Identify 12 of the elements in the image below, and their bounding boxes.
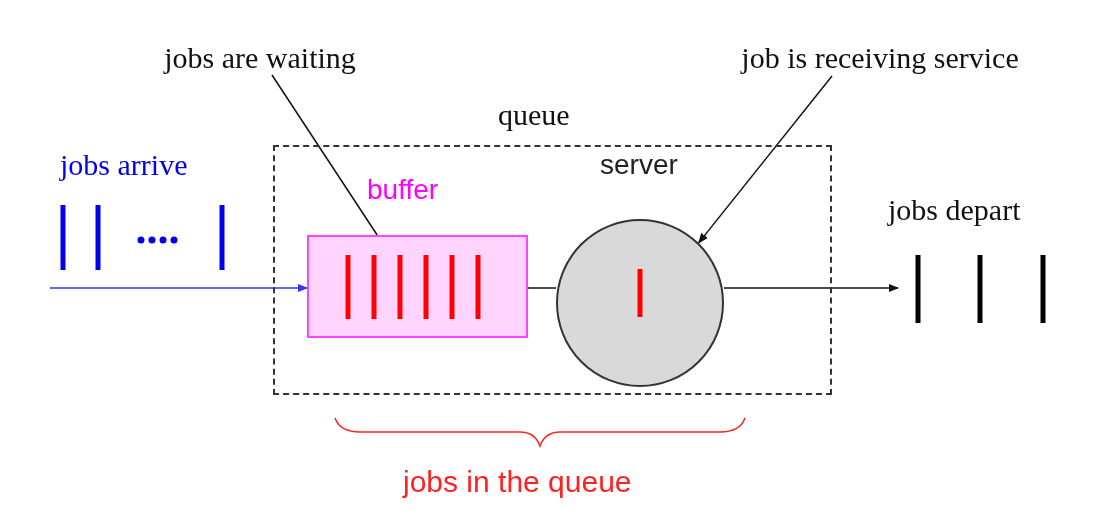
- server-heading: server: [600, 148, 678, 182]
- jobs-depart-text: jobs depart: [888, 192, 1021, 228]
- arrow: [723, 283, 900, 293]
- buffer-heading: buffer: [367, 173, 439, 207]
- arrow: [49, 283, 309, 293]
- leader-line: [271, 74, 378, 236]
- jobs-in-queue-label: jobs in the queue: [403, 464, 632, 500]
- leader-line: [697, 75, 833, 244]
- annotation-text: jobs are waiting: [164, 40, 356, 76]
- queue-heading: queue: [498, 97, 570, 133]
- jobs-arrive-label: jobs arrive: [60, 147, 188, 183]
- annotation-text: job is receiving service: [741, 40, 1019, 76]
